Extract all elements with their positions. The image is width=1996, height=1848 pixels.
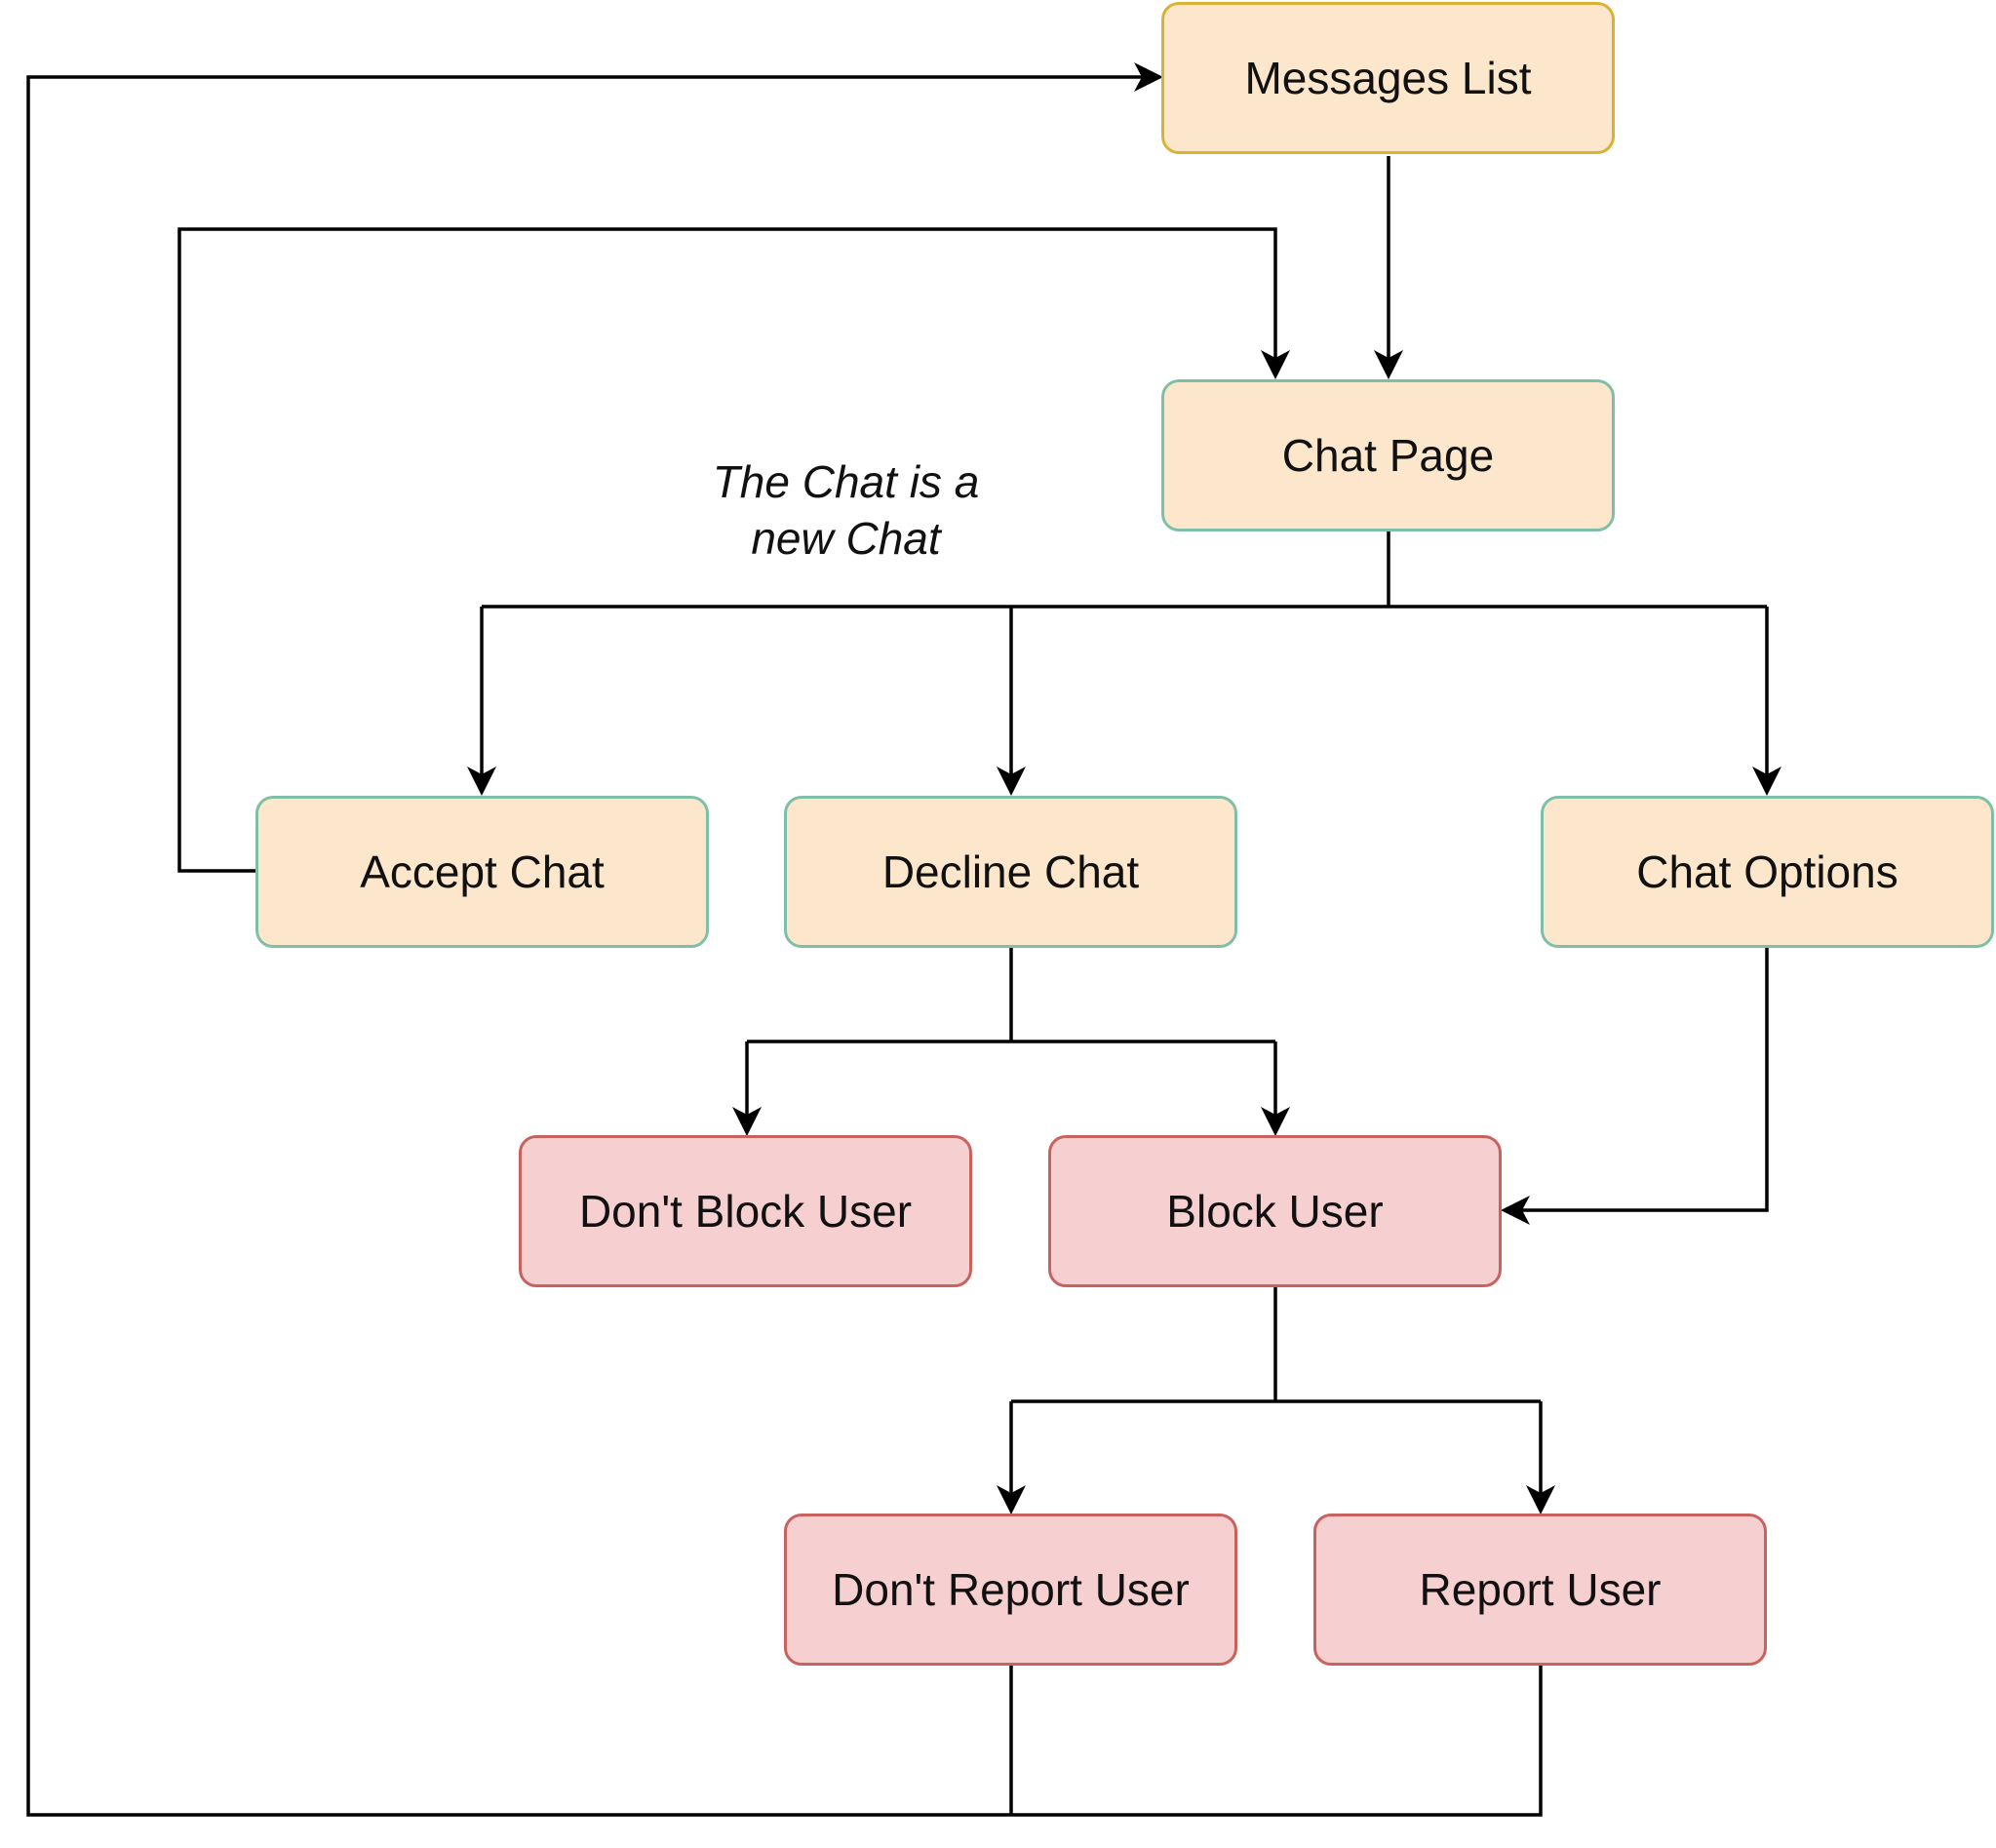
edge-return-to-messages — [26, 77, 1543, 1817]
edge-block-split — [1011, 1286, 1541, 1403]
edge-chat-page-split — [482, 531, 1767, 609]
edge-options-to-block — [1501, 947, 1769, 1225]
node-label: Messages List — [1244, 53, 1532, 103]
node-label: Don't Block User — [578, 1186, 913, 1237]
node-label: Chat Page — [1281, 430, 1495, 481]
node-block-user[interactable]: Block User — [1048, 1135, 1502, 1287]
node-dont-report-user[interactable]: Don't Report User — [784, 1514, 1237, 1666]
node-label: Report User — [1419, 1564, 1662, 1615]
edge-decline-split — [747, 947, 1275, 1043]
node-dont-block-user[interactable]: Don't Block User — [519, 1135, 972, 1287]
node-label: Accept Chat — [360, 846, 605, 897]
node-report-user[interactable]: Report User — [1313, 1514, 1767, 1666]
node-label: Decline Chat — [881, 846, 1140, 897]
annotation-line: new Chat — [751, 513, 941, 564]
edge-accept-to-chat-page — [177, 227, 1290, 873]
node-messages-list[interactable]: Messages List — [1161, 2, 1615, 154]
node-label: Chat Options — [1636, 846, 1898, 897]
node-decline-chat[interactable]: Decline Chat — [784, 796, 1237, 948]
node-chat-page[interactable]: Chat Page — [1161, 379, 1615, 531]
annotation-new-chat: The Chat is a new Chat — [683, 453, 1009, 567]
annotation-line: The Chat is a — [712, 456, 980, 507]
node-chat-options[interactable]: Chat Options — [1541, 796, 1994, 948]
node-label: Don't Report User — [832, 1564, 1190, 1615]
node-accept-chat[interactable]: Accept Chat — [255, 796, 709, 948]
node-label: Block User — [1166, 1186, 1384, 1237]
